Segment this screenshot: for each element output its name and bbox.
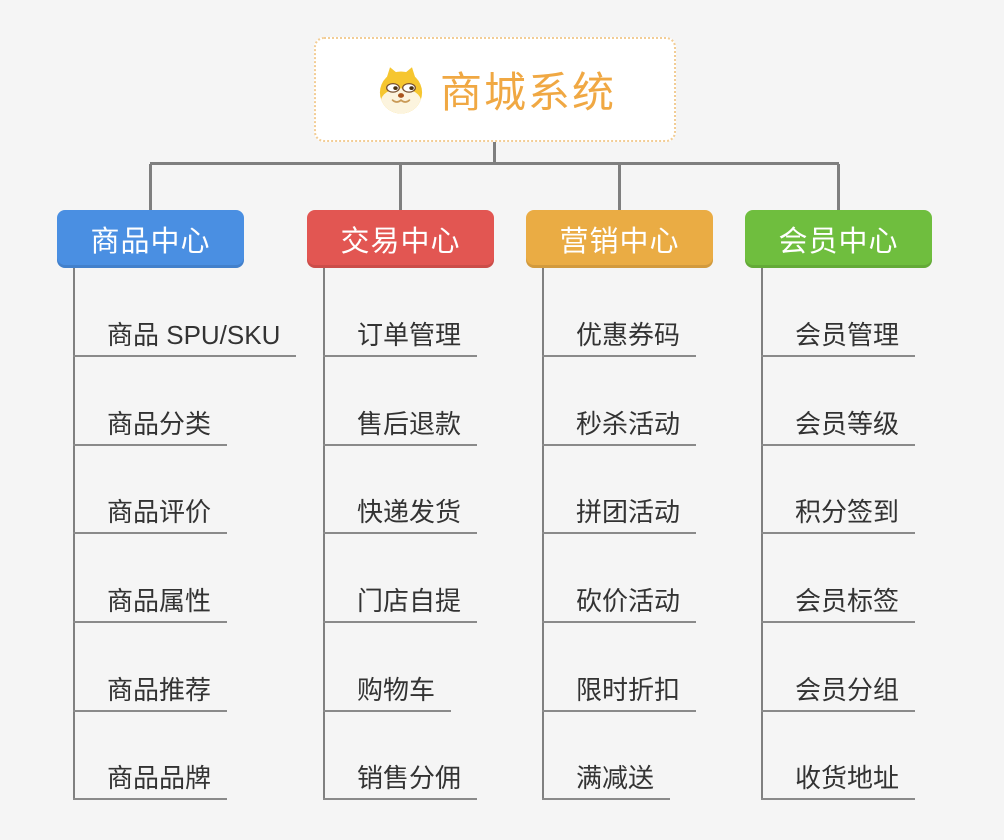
connector-branch-drop — [618, 164, 621, 210]
leaf-node[interactable]: 限时折扣 — [542, 677, 697, 712]
connector-leaf-trunk — [542, 268, 544, 800]
leaf-node[interactable]: 商品品牌 — [73, 765, 228, 800]
leaf-node[interactable]: 订单管理 — [323, 322, 478, 357]
branch-node-label: 会员中心 — [778, 226, 899, 258]
leaf-node[interactable]: 销售分佣 — [323, 765, 478, 800]
connector-leaf-trunk — [761, 268, 763, 800]
leaf-node[interactable]: 门店自提 — [323, 588, 478, 623]
branch-node-member-center[interactable]: 会员中心 — [745, 210, 932, 268]
leaf-node[interactable]: 会员标签 — [761, 588, 916, 623]
root-node-label: 商城系统 — [439, 69, 616, 116]
leaf-node[interactable]: 售后退款 — [323, 411, 478, 446]
dog-face-icon — [379, 66, 423, 114]
connector-bus — [150, 162, 839, 165]
leaf-node[interactable]: 秒杀活动 — [542, 411, 697, 446]
branch-node-label: 交易中心 — [340, 226, 461, 258]
branch-node-label: 营销中心 — [559, 226, 680, 258]
leaf-node[interactable]: 会员等级 — [761, 411, 916, 446]
leaf-node[interactable]: 会员分组 — [761, 677, 916, 712]
branch-node-product-center[interactable]: 商品中心 — [57, 210, 244, 268]
branch-column-trade: 交易中心 订单管理 售后退款 快递发货 门店自提 购物车 销售分佣 — [307, 210, 577, 810]
leaf-node[interactable]: 拼团活动 — [542, 499, 697, 534]
leaf-node[interactable]: 购物车 — [323, 677, 452, 712]
leaf-node[interactable]: 会员管理 — [761, 322, 916, 357]
connector-branch-drop — [837, 164, 840, 210]
leaf-node[interactable]: 商品评价 — [73, 499, 228, 534]
root-node-mall-system[interactable]: 商城系统 — [314, 37, 676, 142]
branch-column-marketing: 营销中心 优惠券码 秒杀活动 拼团活动 砍价活动 限时折扣 满减送 — [526, 210, 796, 810]
connector-branch-drop — [149, 164, 152, 210]
leaf-node[interactable]: 砍价活动 — [542, 588, 697, 623]
connector-leaf-trunk — [323, 268, 325, 800]
leaf-node[interactable]: 满减送 — [542, 765, 671, 800]
leaf-node[interactable]: 商品 SPU/SKU — [73, 322, 297, 357]
branch-node-trade-center[interactable]: 交易中心 — [307, 210, 494, 268]
leaf-node[interactable]: 商品属性 — [73, 588, 228, 623]
branch-column-member: 会员中心 会员管理 会员等级 积分签到 会员标签 会员分组 收货地址 — [745, 210, 1004, 810]
leaf-node[interactable]: 快递发货 — [323, 499, 478, 534]
connector-branch-drop — [399, 164, 402, 210]
branch-node-marketing-center[interactable]: 营销中心 — [526, 210, 713, 268]
leaf-node[interactable]: 优惠券码 — [542, 322, 697, 357]
leaf-node[interactable]: 收货地址 — [761, 765, 916, 800]
connector-root-drop — [493, 142, 496, 163]
branch-column-product: 商品中心 商品 SPU/SKU 商品分类 商品评价 商品属性 商品推荐 商品品牌 — [57, 210, 327, 810]
leaf-node[interactable]: 商品推荐 — [73, 677, 228, 712]
leaf-node[interactable]: 商品分类 — [73, 411, 228, 446]
branch-node-label: 商品中心 — [90, 226, 211, 258]
leaf-node[interactable]: 积分签到 — [761, 499, 916, 534]
connector-leaf-trunk — [73, 268, 75, 800]
